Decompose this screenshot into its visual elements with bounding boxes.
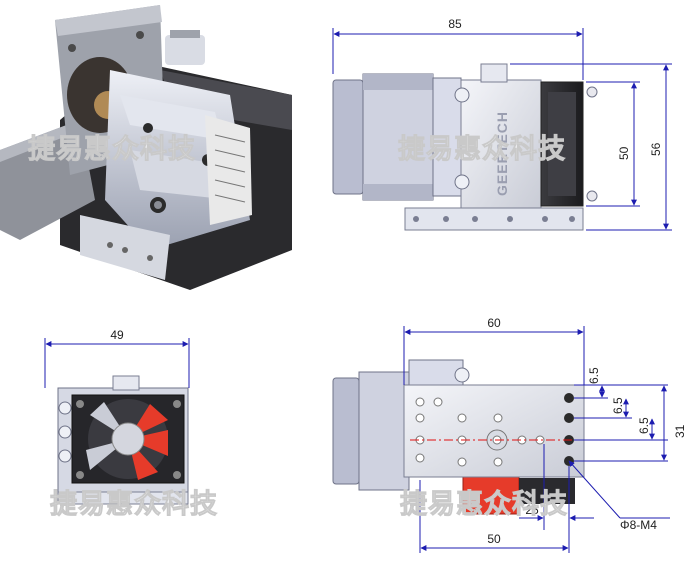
dim-label-85: 85	[448, 17, 462, 31]
watermark-text: 捷易惠众科技	[28, 134, 196, 165]
hole-callout: Φ8-M4	[620, 518, 657, 532]
dim-label-50-bottom: 50	[487, 532, 501, 546]
mount-view: 60 6.5 6.5 6.5 31 25 Φ8-M4 50	[332, 316, 687, 553]
watermark-text: 捷易惠众科技	[400, 489, 568, 520]
front-view: 49	[44, 328, 190, 505]
dim-label-6-5-c: 6.5	[637, 417, 651, 434]
brand-engraving: GEEETECH	[494, 111, 510, 196]
dim-label-6-5-a: 6.5	[587, 367, 601, 384]
watermark-text: 捷易惠众科技	[50, 489, 218, 520]
dim-label-49: 49	[110, 328, 124, 342]
watermark-text: 捷易惠众科技	[398, 134, 566, 165]
dim-label-25: 25	[525, 503, 539, 517]
dim-label-50-inner: 50	[617, 146, 631, 160]
dim-label-6-5-b: 6.5	[611, 397, 625, 414]
side-view: GEEETECH 85 50 56	[332, 17, 672, 231]
dim-label-56-outer: 56	[649, 142, 663, 156]
extruder-photo	[0, 0, 300, 300]
dim-label-31: 31	[673, 424, 687, 438]
dim-label-60: 60	[487, 316, 501, 330]
